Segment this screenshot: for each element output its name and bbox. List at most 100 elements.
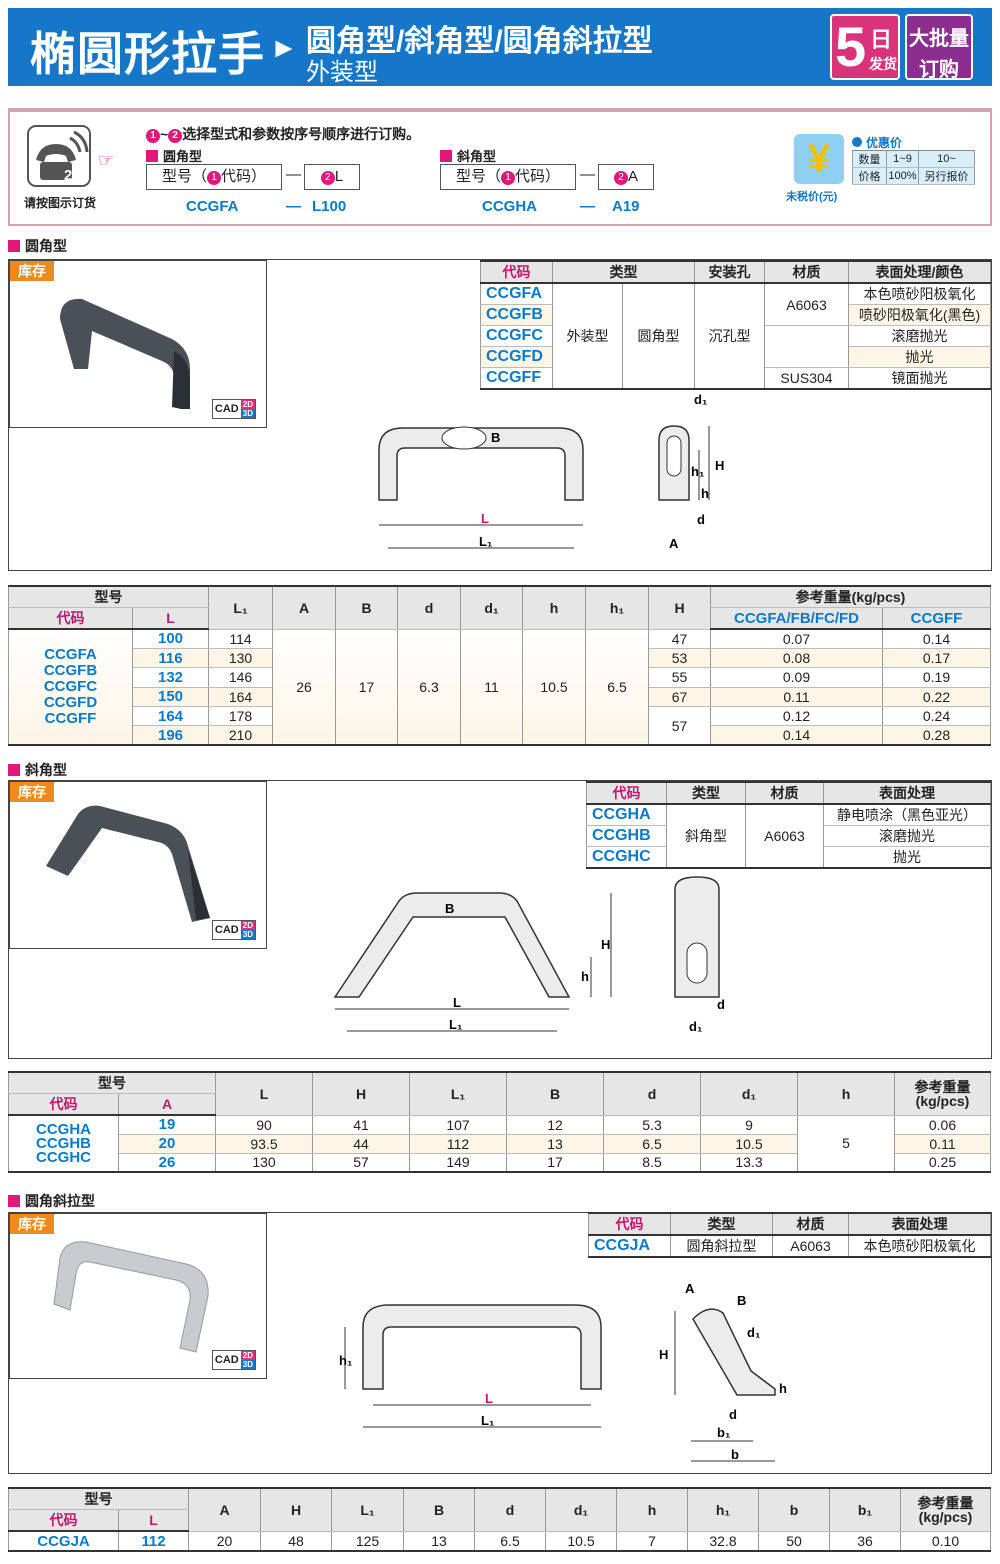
table-cell: 32.8 <box>687 1531 759 1552</box>
L-cell: 150 <box>132 687 209 708</box>
table-cell: 6.5 <box>603 1134 701 1154</box>
stock-tag: 库存 <box>10 782 54 802</box>
finish-cell: 静电喷涂（黑色亚光） <box>823 804 991 826</box>
cad-3d: 3D <box>240 930 255 939</box>
dim-L1: L₁ <box>481 1413 494 1428</box>
page-header: 椭圆形拉手 ► 圆角型/斜角型/圆角斜拉型 外装型 5 日 发货 大批量 订购 <box>8 8 992 86</box>
col-header: L <box>215 1072 313 1116</box>
dim-d1: d₁ <box>694 392 707 407</box>
cad-label: CAD <box>214 924 239 936</box>
weight-label: 参考重量 <box>914 1078 971 1095</box>
finish-cell: 抛光 <box>823 846 991 869</box>
table-cell: 130 <box>215 1153 313 1173</box>
step-1-marker: 1 <box>501 171 515 185</box>
H-cell: 55 <box>648 667 711 688</box>
col-header: b₁ <box>829 1488 901 1532</box>
col-header: h <box>797 1072 895 1116</box>
col-header-code: 代码 <box>8 1093 119 1116</box>
col-header: d <box>397 586 461 630</box>
square-marker <box>146 150 158 162</box>
handle-photo-silver <box>53 1241 209 1353</box>
price-cell: 10~ <box>918 150 975 168</box>
L1-cell: 178 <box>208 706 273 727</box>
col-header: 类型 <box>552 261 695 284</box>
code-item: CCGHB <box>36 1134 91 1152</box>
code-cell: CCGFA <box>480 283 553 305</box>
badge-order: 订购 <box>919 59 959 81</box>
material-cell: A6063 <box>745 804 824 869</box>
B-cell: 17 <box>335 629 398 746</box>
section-title-angled: 斜角型 <box>25 762 67 778</box>
phone-24-icon: 24 <box>27 125 91 187</box>
table-cell: 6.5 <box>474 1531 546 1552</box>
cad-2d: 2D <box>240 921 255 930</box>
col-header-weight: 参考重量(kg/pcs) <box>900 1488 991 1532</box>
col-header: 材质 <box>764 261 849 284</box>
col-header: 材质 <box>772 1213 849 1236</box>
finish-cell: 喷砂阳极氧化(黑色) <box>848 304 991 326</box>
finish-cell: 本色喷砂阳极氧化 <box>848 1235 991 1258</box>
square-marker <box>440 150 452 162</box>
L-cell: 100 <box>132 629 209 649</box>
weight-label: 参考重量 <box>917 1494 974 1511</box>
param-label: L <box>334 168 344 185</box>
finish-cell: 抛光 <box>848 346 991 368</box>
col-header-A: A <box>118 1093 216 1116</box>
L-cell: 196 <box>132 725 209 746</box>
step-1-marker: 1 <box>146 129 160 143</box>
discount-title: 优惠价 <box>866 136 903 150</box>
table-cell: 12 <box>506 1115 604 1135</box>
dash: — <box>580 166 595 183</box>
table-cell: 36 <box>829 1531 901 1552</box>
code-cell: CCGFC <box>480 325 553 347</box>
dash: — <box>580 198 595 215</box>
finish-cell: 镜面抛光 <box>848 367 991 390</box>
table-cell: 17 <box>506 1153 604 1173</box>
H-cell: 67 <box>648 687 711 708</box>
material-cell <box>764 325 849 368</box>
dim-d1: d₁ <box>747 1325 760 1340</box>
col-header: B <box>403 1488 475 1532</box>
col-header-weight-al: CCGFA/FB/FC/FD <box>710 607 883 630</box>
table-cell: 13 <box>506 1134 604 1154</box>
col-header: H <box>260 1488 332 1532</box>
cad-2d: 2D <box>240 1351 255 1360</box>
box-code-label: 代码） <box>515 168 561 185</box>
pointing-hand-icon: ☞ <box>98 150 115 170</box>
bullet-icon <box>852 137 862 147</box>
weight-cell: 0.17 <box>882 648 991 669</box>
example-param: A19 <box>612 198 640 215</box>
col-header: h₁ <box>687 1488 759 1532</box>
col-header: d <box>474 1488 546 1532</box>
L1-cell: 114 <box>208 629 273 649</box>
box-label: 型号（ <box>161 168 207 185</box>
weight-cell: 0.28 <box>882 725 991 746</box>
col-header: h₁ <box>585 586 649 630</box>
table-cell: 112 <box>118 1531 189 1552</box>
table-cell: 0.10 <box>900 1531 991 1552</box>
col-header: 安装孔 <box>694 261 765 284</box>
arrow-icon: ► <box>270 32 298 63</box>
H-cell: 53 <box>648 648 711 669</box>
code-item: CCGFD <box>43 694 98 712</box>
dash: — <box>286 198 301 215</box>
col-header: A <box>188 1488 261 1532</box>
dim-L: L <box>485 1391 493 1406</box>
table-cell: 13.3 <box>700 1153 798 1173</box>
